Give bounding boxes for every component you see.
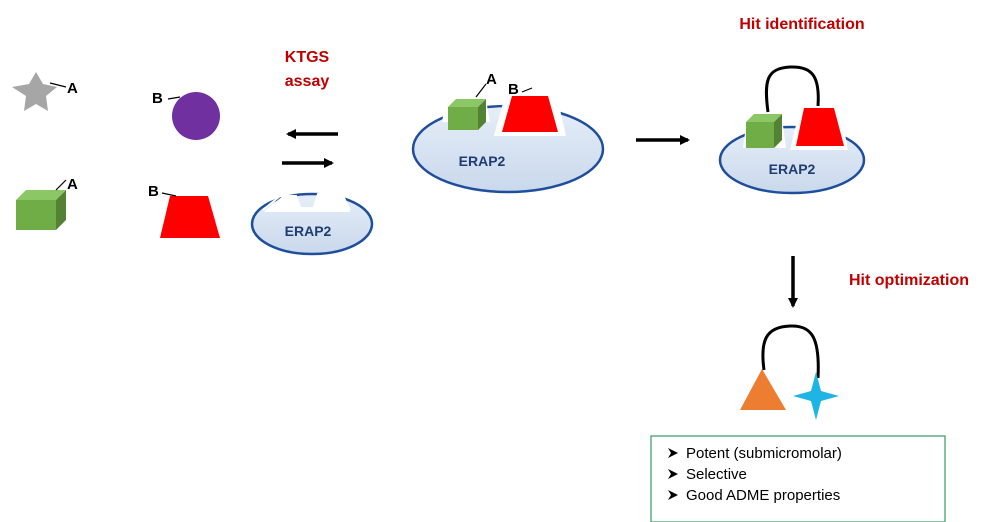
hit-optimization: Hit optimization [740, 272, 969, 420]
properties-box-border [650, 435, 946, 522]
linker-icon [764, 65, 820, 113]
assay-title-line1: KTGS [285, 49, 330, 66]
property-item: Selective [668, 466, 747, 483]
label-leader-line [49, 82, 67, 88]
bound-label-b: B [508, 81, 519, 98]
label-leader-line [161, 192, 177, 197]
property-text: Potent (submicromolar) [686, 445, 842, 462]
orange-triangle-icon [740, 369, 786, 410]
enzyme-complex: A B ERAP2 [411, 71, 605, 194]
hit-identification-title: Hit identification [739, 16, 864, 33]
equilibrium-arrows-icon [282, 129, 338, 168]
property-item: Good ADME properties [668, 487, 840, 504]
label-leader-line [475, 83, 487, 98]
red-trapezoid-icon [502, 96, 558, 132]
red-trapezoid-icon [796, 108, 844, 146]
purple-circle-icon [172, 92, 220, 140]
properties-box: Potent (submicromolar) Selective Good AD… [650, 435, 946, 522]
label-leader-line [55, 179, 67, 191]
cyan-star-icon [793, 372, 839, 420]
label-leader-line [521, 87, 533, 93]
property-text: Selective [686, 466, 747, 483]
linker-icon [761, 324, 820, 379]
ktgs-assay: KTGS assay ERAP2 [250, 49, 374, 256]
enzyme-label: ERAP2 [285, 223, 332, 239]
cube-label-a: A [67, 176, 78, 193]
fragment-library: A B A B [12, 72, 220, 238]
enzyme-label: ERAP2 [769, 161, 816, 177]
green-cube-icon [448, 99, 486, 130]
hit-optimization-title: Hit optimization [849, 272, 969, 289]
circle-label-b: B [152, 90, 163, 107]
hit-identification: Hit identification ERAP2 [718, 16, 866, 195]
bound-label-a: A [486, 71, 497, 88]
green-cube-icon [16, 190, 66, 230]
green-cube-icon [746, 114, 782, 148]
arrowhead-bullet-icon [668, 448, 678, 458]
gray-star-icon [12, 72, 57, 111]
arrowhead-bullet-icon [668, 469, 678, 479]
trapezoid-label-b: B [148, 183, 159, 200]
star-label-a: A [67, 80, 78, 97]
property-item: Potent (submicromolar) [668, 445, 842, 462]
red-trapezoid-icon [160, 196, 220, 238]
assay-title-line2: assay [285, 73, 330, 90]
label-leader-line [167, 96, 181, 100]
enzyme-label: ERAP2 [459, 153, 506, 169]
property-text: Good ADME properties [686, 487, 840, 504]
empty-enzyme: ERAP2 [250, 192, 374, 256]
arrowhead-bullet-icon [668, 490, 678, 500]
